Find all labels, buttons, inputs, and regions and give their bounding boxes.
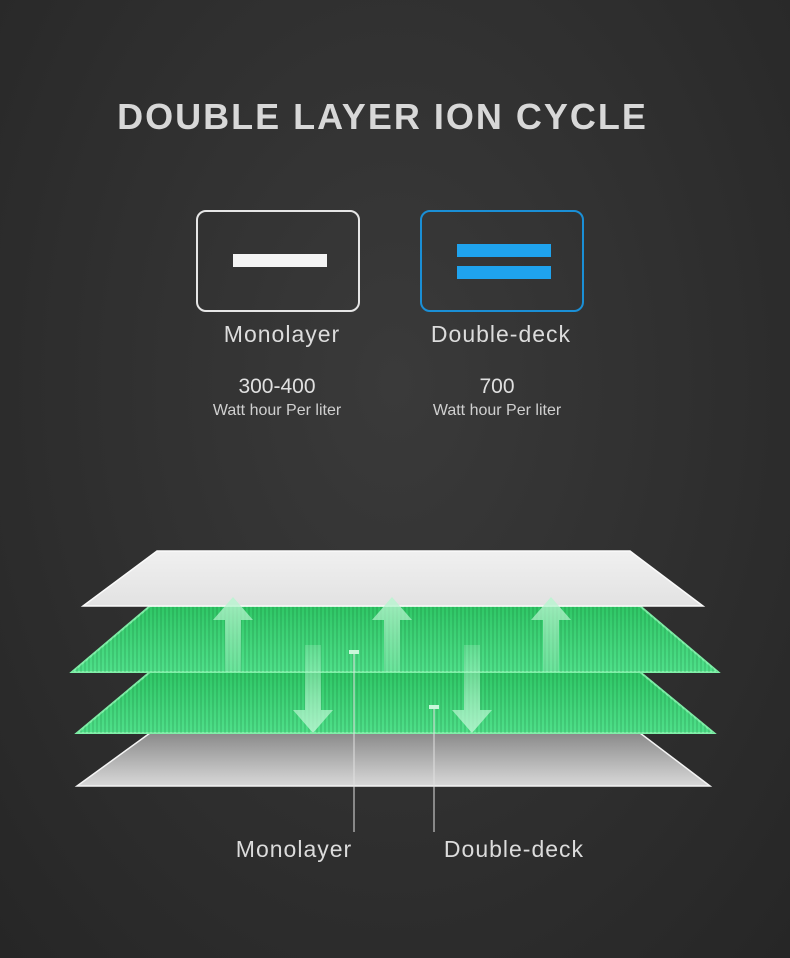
monolayer-value: 300-400 xyxy=(238,375,316,398)
double-bar-icon xyxy=(457,244,551,257)
bottom-gray-layer xyxy=(74,732,713,787)
arrow-down-icon xyxy=(452,645,492,733)
double-deck-value: 700 xyxy=(479,375,515,398)
single-bar-icon xyxy=(233,254,327,267)
monolayer-marker xyxy=(349,650,359,654)
monolayer-unit: Watt hour Per liter xyxy=(212,402,342,419)
double-deck-marker xyxy=(429,705,439,709)
monolayer-label: Monolayer xyxy=(223,321,341,347)
arrow-up-icon xyxy=(213,597,253,672)
arrow-up-icon xyxy=(531,597,571,672)
arrow-down-icon xyxy=(293,645,333,733)
top-white-layer xyxy=(80,550,706,607)
diagram-label-double-deck: Double-deck xyxy=(443,836,585,862)
double-bar-icon-lower xyxy=(457,266,551,279)
double-deck-unit: Watt hour Per liter xyxy=(432,402,562,419)
diagram-label-monolayer: Monolayer xyxy=(235,836,353,862)
lower-green-layer xyxy=(74,671,717,734)
double-deck-card xyxy=(420,210,584,312)
page-title: DOUBLE LAYER ION CYCLE xyxy=(117,96,648,137)
double-deck-label: Double-deck xyxy=(430,321,572,347)
monolayer-card xyxy=(196,210,360,312)
arrow-up-icon xyxy=(372,597,412,672)
